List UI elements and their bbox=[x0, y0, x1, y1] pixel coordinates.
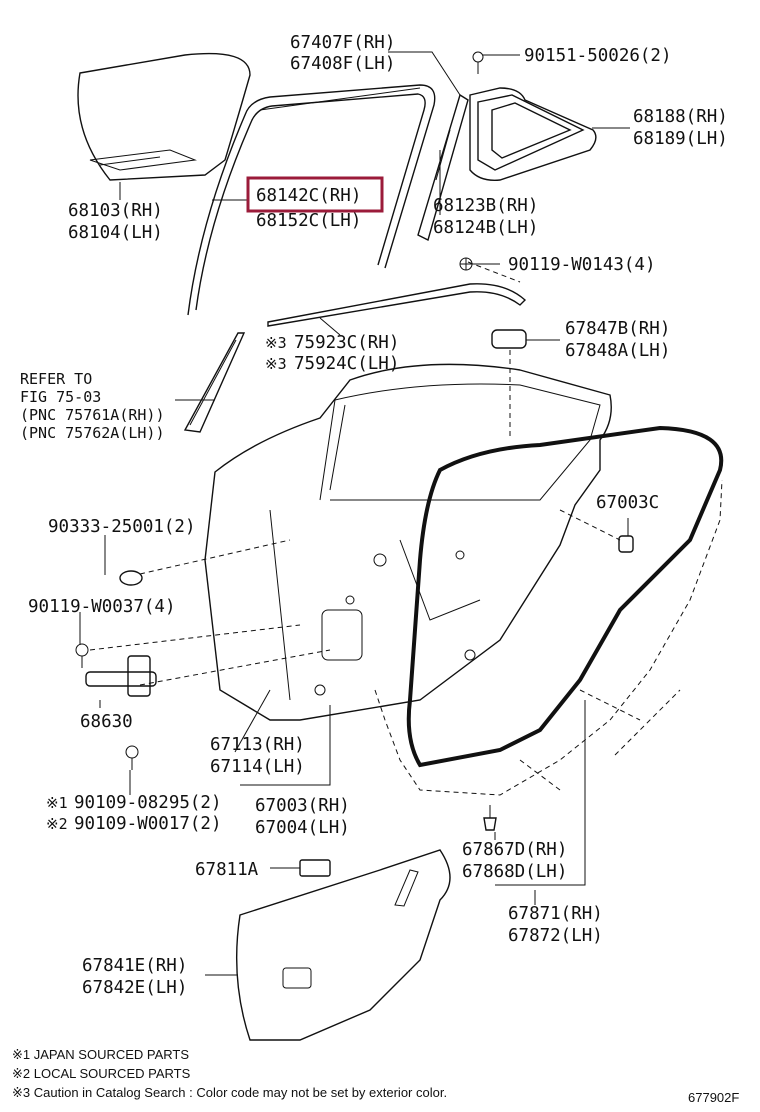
mark-1: ※1 bbox=[46, 794, 68, 812]
refer-line-2[interactable]: FIG 75-03 bbox=[20, 388, 101, 406]
clip-67847b-drawing bbox=[491, 329, 527, 349]
door-weatherstrip-drawing bbox=[374, 425, 724, 796]
refer-line-4: (PNC 75762A(LH)) bbox=[20, 424, 165, 442]
label-68188[interactable]: 68188(RH) bbox=[633, 107, 728, 127]
label-67114[interactable]: 67114(LH) bbox=[210, 757, 305, 777]
mark-3-b: ※3 bbox=[265, 355, 287, 373]
pad-67811a-drawing bbox=[299, 859, 331, 877]
door-panel-drawing bbox=[204, 363, 612, 721]
label-68104[interactable]: 68104(LH) bbox=[68, 223, 163, 243]
door-glass-drawing bbox=[77, 52, 251, 181]
glass-run-drawing bbox=[187, 84, 436, 316]
refer-line-3: (PNC 75761A(RH)) bbox=[20, 406, 165, 424]
label-68123b[interactable]: 68123B(RH) bbox=[433, 196, 538, 216]
quarter-glass-drawing bbox=[469, 87, 597, 181]
door-check-drawing bbox=[75, 643, 157, 770]
label-90119-w0143[interactable]: 90119-W0143(4) bbox=[508, 255, 656, 275]
label-67842e[interactable]: 67842E(LH) bbox=[82, 978, 187, 998]
hole-plug-drawing bbox=[119, 570, 143, 586]
label-68142c[interactable]: 68142C(RH) bbox=[256, 186, 361, 206]
label-67871[interactable]: 67871(RH) bbox=[508, 904, 603, 924]
label-75924c[interactable]: 75924C(LH) bbox=[294, 354, 399, 374]
label-90119-w0037[interactable]: 90119-W0037(4) bbox=[28, 597, 176, 617]
label-67113[interactable]: 67113(RH) bbox=[210, 735, 305, 755]
label-68189[interactable]: 68189(LH) bbox=[633, 129, 728, 149]
label-68124b[interactable]: 68124B(LH) bbox=[433, 218, 538, 238]
screw-90151-icon bbox=[472, 51, 484, 74]
label-67872[interactable]: 67872(LH) bbox=[508, 926, 603, 946]
label-67848a[interactable]: 67848A(LH) bbox=[565, 341, 670, 361]
label-90109-w0017[interactable]: 90109-W0017(2) bbox=[74, 814, 222, 834]
leader-lines bbox=[79, 51, 630, 976]
label-68103[interactable]: 68103(RH) bbox=[68, 201, 163, 221]
label-67003c[interactable]: 67003C bbox=[596, 493, 659, 513]
label-67841e[interactable]: 67841E(RH) bbox=[82, 956, 187, 976]
moulding-drawing bbox=[267, 283, 527, 327]
label-75923c[interactable]: 75923C(RH) bbox=[294, 333, 399, 353]
label-90151[interactable]: 90151-50026(2) bbox=[524, 46, 672, 66]
label-67407f[interactable]: 67407F(RH) bbox=[290, 33, 395, 53]
highlight-box-68142c bbox=[246, 176, 384, 213]
label-90109-08295[interactable]: 90109-08295(2) bbox=[74, 793, 222, 813]
label-67003[interactable]: 67003(RH) bbox=[255, 796, 350, 816]
mark-3-a: ※3 bbox=[265, 334, 287, 352]
label-68152c[interactable]: 68152C(LH) bbox=[256, 211, 361, 231]
figure-id: 677902F bbox=[688, 1090, 739, 1105]
label-67004[interactable]: 67004(LH) bbox=[255, 818, 350, 838]
mark-2: ※2 bbox=[46, 815, 68, 833]
label-68630[interactable]: 68630 bbox=[80, 712, 133, 732]
label-67847b[interactable]: 67847B(RH) bbox=[565, 319, 670, 339]
belt-weatherstrip-drawing bbox=[417, 93, 469, 242]
service-hole-cover-drawing bbox=[235, 849, 451, 1041]
clip-67003c-drawing bbox=[618, 535, 634, 553]
label-67811a[interactable]: 67811A bbox=[195, 860, 259, 880]
label-67867d[interactable]: 67867D(RH) bbox=[462, 840, 567, 860]
footnote-1: ※1 JAPAN SOURCED PARTS bbox=[12, 1047, 189, 1062]
refer-line-1: REFER TO bbox=[20, 370, 92, 388]
label-90333[interactable]: 90333-25001(2) bbox=[48, 517, 196, 537]
label-67408f[interactable]: 67408F(LH) bbox=[290, 54, 395, 74]
clip-67867d-drawing bbox=[483, 805, 497, 831]
outer-moulding-drawing bbox=[183, 332, 246, 433]
footnote-2: ※2 LOCAL SOURCED PARTS bbox=[12, 1066, 191, 1081]
label-67868d[interactable]: 67868D(LH) bbox=[462, 862, 567, 882]
footnote-3: ※3 Caution in Catalog Search : Color cod… bbox=[12, 1085, 447, 1100]
